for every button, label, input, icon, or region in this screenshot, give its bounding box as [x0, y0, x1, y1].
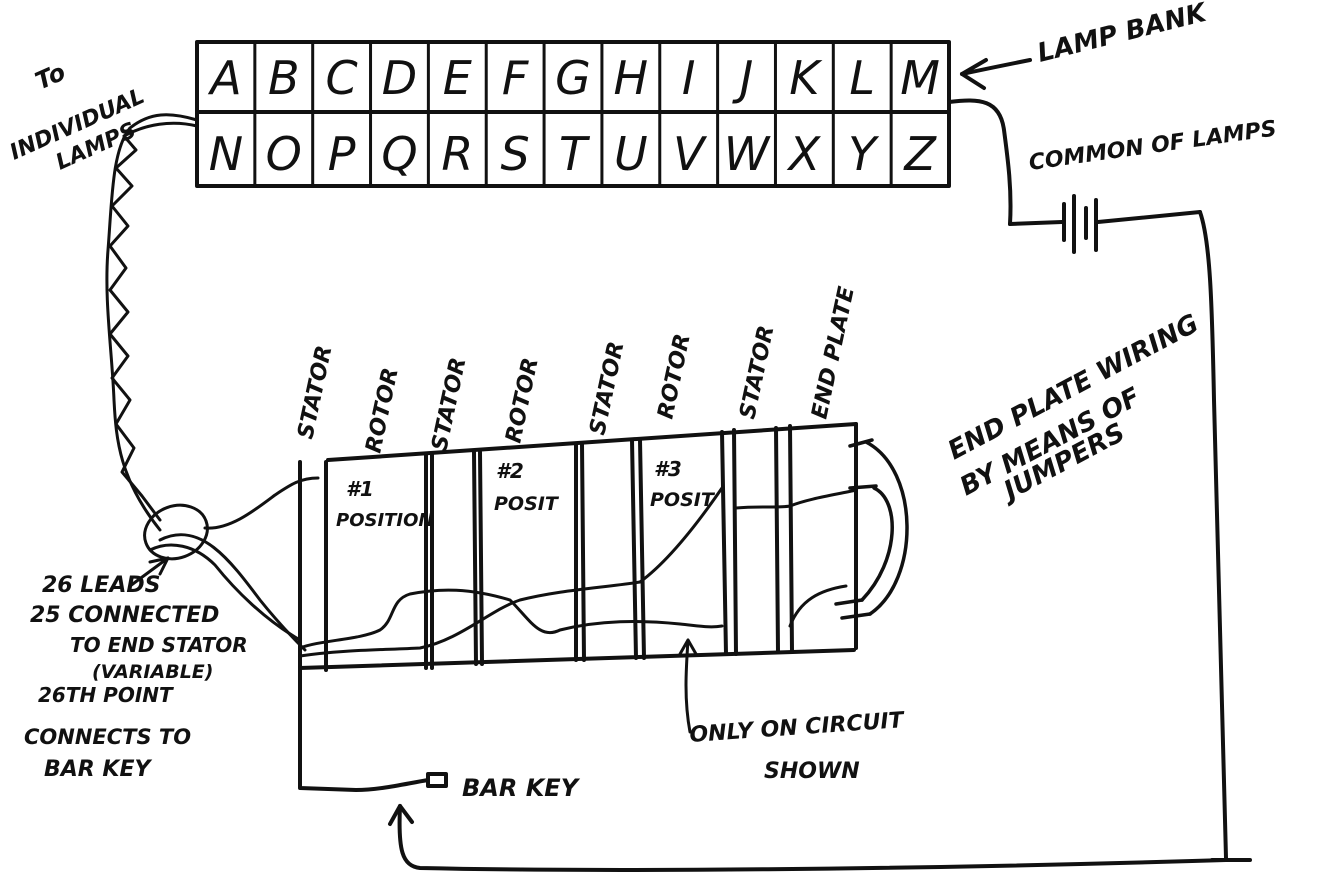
plate-header-rotor: ROTOR [653, 332, 695, 422]
end-plate-wiring-label: END PLATE WIRING BY MEANS OF JUMPERS [943, 309, 1204, 509]
plate-header-stator: STATOR [585, 339, 629, 437]
lamp-letter-g: G [555, 51, 591, 105]
lamp-letter-u: U [614, 127, 648, 181]
svg-text:#3: #3 [654, 457, 682, 481]
svg-text:SHOWN: SHOWN [764, 759, 860, 784]
lamp-letter-m: M [900, 51, 940, 105]
lamp-letter-e: E [443, 51, 472, 105]
svg-text:25 CONNECTED: 25 CONNECTED [30, 603, 219, 628]
lamp-letter-w: W [724, 127, 771, 181]
lamp-letter-x: X [787, 127, 822, 181]
lamp-letter-n: N [209, 127, 243, 181]
only-one-circuit-label: ONLY ON CIRCUIT SHOWN [689, 708, 907, 784]
lamp-letter-s: S [501, 127, 530, 181]
svg-text:BAR KEY: BAR KEY [44, 757, 152, 782]
lamp-bank-label: LAMP BANK [1034, 0, 1210, 69]
bar-key-label: BAR KEY [462, 774, 581, 802]
leads-note-arrow [128, 556, 170, 588]
svg-text:ONLY ON CIRCUIT: ONLY ON CIRCUIT [689, 708, 907, 748]
lamp-letter-q: Q [381, 127, 417, 181]
end-plate-jumpers [834, 438, 909, 620]
lamp-letter-l: L [849, 51, 875, 105]
lamp-letter-j: J [732, 51, 754, 105]
plate-header-stator: STATOR [293, 343, 337, 441]
lamp-letter-y: Y [848, 127, 880, 181]
svg-text:POSIT: POSIT [494, 493, 560, 515]
rotor-stator-stack [298, 422, 858, 672]
svg-text:26TH POINT: 26TH POINT [38, 683, 174, 707]
common-of-lamps-label: COMMON OF LAMPS [1027, 116, 1278, 176]
svg-text:POSIT: POSIT [650, 489, 716, 511]
lamp-letter-d: D [382, 51, 417, 105]
svg-text:POSITION: POSITION [336, 510, 434, 531]
lamp-letter-h: H [614, 51, 649, 105]
lamp-letter-b: B [268, 51, 300, 105]
bar-key-circuit [298, 666, 448, 792]
plate-header-rotor: ROTOR [501, 356, 543, 446]
plate-header-stator: STATOR [735, 323, 779, 421]
plate-header-stator: STATOR [427, 355, 471, 453]
plate-header-rotor: ROTOR [361, 366, 403, 456]
lamp-letter-a: A [207, 51, 241, 105]
lamp-letter-o: O [266, 127, 302, 181]
lamp-letter-k: K [789, 51, 823, 105]
lamp-letter-i: I [682, 51, 696, 105]
lamp-lead-cable [105, 113, 320, 652]
svg-text:(VARIABLE): (VARIABLE) [92, 661, 213, 683]
lamp-letter-t: T [559, 127, 591, 181]
only-one-circuit-arrow [678, 638, 698, 734]
svg-text:#2: #2 [496, 459, 524, 483]
lamp-letter-r: R [441, 127, 473, 181]
svg-text:TO END STATOR: TO END STATOR [70, 633, 248, 657]
rotor-notes: #1 POSITION #2 POSIT #3 POSIT [336, 457, 716, 531]
svg-text:CONNECTS TO: CONNECTS TO [24, 725, 191, 749]
svg-text:#1: #1 [346, 477, 374, 501]
lamp-letter-f: F [502, 51, 529, 105]
plate-header-end-plate: END PLATE [807, 285, 859, 422]
rotor-internal-wiring [298, 486, 858, 658]
lamp-letter-z: Z [902, 127, 937, 181]
lamp-bank-dividers [253, 40, 893, 188]
lamp-bank-grid [195, 40, 951, 188]
bar-key-return-wire [388, 804, 1228, 872]
leads-note: 26 LEADS 25 CONNECTED TO END STATOR (VAR… [24, 573, 248, 782]
lamp-letter-v: V [673, 127, 708, 181]
lamp-letter-c: C [326, 51, 358, 105]
battery-circuit [947, 98, 1252, 862]
lamp-letter-p: P [328, 127, 356, 181]
svg-text:To: To [31, 58, 70, 96]
lamp-bank-arrow [960, 58, 1032, 90]
